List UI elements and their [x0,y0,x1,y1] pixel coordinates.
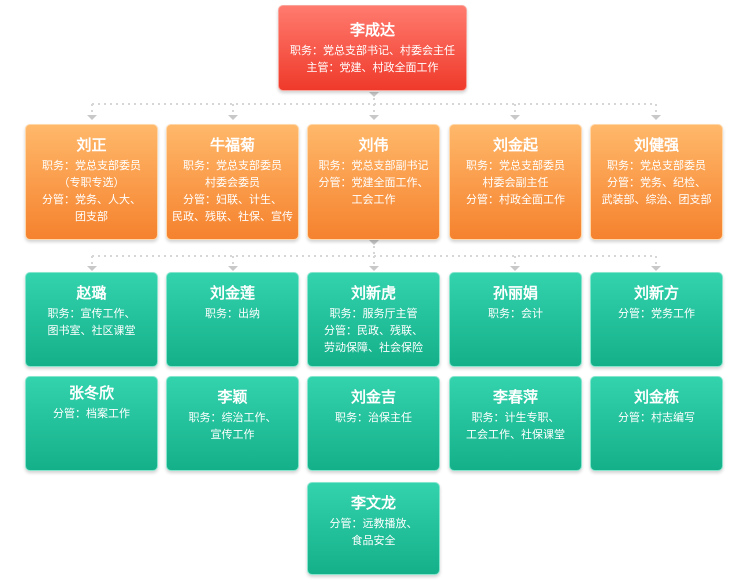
node-line: 职务：服务厅主管 [329,307,418,320]
node-line: 团支部 [75,210,108,223]
node-line: 村委会委员 [205,176,260,189]
node-line: 工会工作、社保课堂 [466,428,565,441]
node-line: 职务：党总支部委员 [607,159,706,172]
node-line: 民政、残联、社保、宣传 [172,210,293,223]
node-name: 刘金吉 [350,388,396,406]
node-name: 刘金栋 [633,388,679,406]
node-line: 职务：宣传工作、 [47,307,136,320]
node-line: 职务：计生专职、 [471,411,560,424]
node-line: 职务：治保主任 [335,411,412,424]
node-leader: 刘伟 职务：党总支部副书记 分管：党建全面工作、 工会工作 [307,124,440,240]
node-line: 宣传工作 [210,428,255,441]
node-name: 张冬欣 [68,384,114,402]
node-leader: 牛福菊 职务：党总支部委员 村委会委员 分管：妇联、计生、 民政、残联、社保、宣… [166,124,299,240]
node-line: 工会工作 [351,193,396,206]
node-line: 分管：党建全面工作、 [318,176,429,189]
node-name: 刘伟 [358,136,389,154]
node-leader: 刘正 职务：党总支部委员 （专职专选） 分管：党务、人大、 团支部 [25,124,158,240]
node-name: 孙丽娟 [492,284,538,302]
node-line: 主管：党建、村政全面工作 [306,61,439,74]
node-staff: 李文龙 分管：远教播放、 食品安全 [307,482,440,575]
node-line: 职务：综治工作、 [188,411,277,424]
node-line: 分管：党务工作 [618,307,695,320]
node-line: 分管：民政、残联、 [324,324,423,337]
node-staff: 李春萍 职务：计生专职、 工会工作、社保课堂 [449,376,582,471]
node-name: 李文龙 [350,494,396,512]
node-staff: 孙丽娟 职务：会计 [449,272,582,367]
node-leader: 刘金起 职务：党总支部委员 村委会副主任 分管：村政全面工作 [449,124,582,240]
node-staff: 赵璐 职务：宣传工作、 图书室、社区课堂 [25,272,158,367]
node-line: 图书室、社区课堂 [47,324,136,337]
node-line: 食品安全 [351,534,396,547]
node-line: 分管：党务、纪检、 [607,176,706,189]
node-line: 职务：党总支部副书记 [318,159,429,172]
node-line: 职务：党总支部委员 [42,159,141,172]
node-line: 分管：远教播放、 [329,517,418,530]
node-name: 刘健强 [633,136,679,154]
node-line: 职务：出纳 [205,307,260,320]
node-line: （专职专选） [58,176,125,189]
node-line: 职务：党总支部书记、村委会主任 [290,44,455,57]
node-line: 劳动保障、社会保险 [324,341,423,354]
node-staff: 刘新方 分管：党务工作 [590,272,723,367]
node-name: 牛福菊 [209,136,255,154]
node-staff: 刘金吉 职务：治保主任 [307,376,440,471]
node-top: 李成达 职务：党总支部书记、村委会主任 主管：党建、村政全面工作 [278,5,467,91]
node-name: 赵璐 [76,284,107,302]
node-line: 职务：党总支部委员 [183,159,282,172]
node-line: 村委会副主任 [482,176,549,189]
node-line: 职务：会计 [488,307,543,320]
node-name: 李春萍 [492,388,538,406]
node-staff: 李颖 职务：综治工作、 宣传工作 [166,376,299,471]
node-line: 分管：党务、人大、 [42,193,141,206]
node-name: 刘金起 [492,136,538,154]
node-name: 刘新虎 [350,284,396,302]
node-staff: 刘金莲 职务：出纳 [166,272,299,367]
node-line: 分管：妇联、计生、 [183,193,282,206]
node-line: 分管：档案工作 [53,407,130,420]
node-name: 刘正 [76,136,107,154]
node-name: 刘新方 [633,284,679,302]
node-name: 李颖 [217,388,248,406]
node-line: 分管：村政全面工作 [466,193,565,206]
node-staff: 张冬欣 分管：档案工作 [25,376,158,471]
node-line: 职务：党总支部委员 [466,159,565,172]
node-staff: 刘新虎 职务：服务厅主管 分管：民政、残联、 劳动保障、社会保险 [307,272,440,367]
node-staff: 刘金栋 分管：村志编写 [590,376,723,471]
node-name: 李成达 [349,21,395,39]
node-leader: 刘健强 职务：党总支部委员 分管：党务、纪检、 武装部、综治、团支部 [590,124,723,240]
node-name: 刘金莲 [209,284,255,302]
node-line: 武装部、综治、团支部 [601,193,712,206]
node-line: 分管：村志编写 [618,411,695,424]
